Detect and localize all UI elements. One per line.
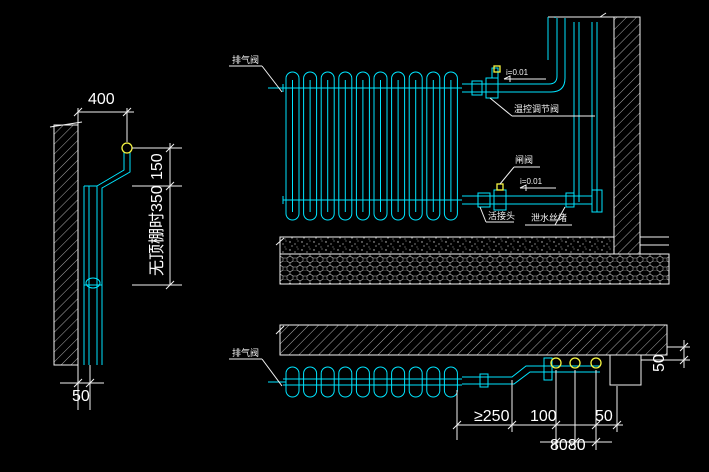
- plan-view: 排气阀 ≥250 100 50 8080 50: [229, 324, 690, 454]
- plan-radiator: [268, 366, 462, 398]
- side-dim-150: 150: [149, 153, 166, 180]
- radiator-column: [285, 71, 300, 221]
- gate-valve: [477, 183, 507, 211]
- side-dim-50: 50: [72, 388, 90, 405]
- plan-riser-3: [590, 357, 602, 369]
- plan-dim-100: 100: [530, 408, 557, 425]
- elevation-floor-screed: [279, 236, 615, 255]
- plan-radiator-column: [285, 366, 300, 398]
- plan-riser-2: [569, 357, 581, 369]
- plan-wall: [279, 324, 668, 356]
- radiator-column: [303, 71, 318, 221]
- slope-label-return: i=0.01: [520, 177, 543, 186]
- plan-dim-right-50: 50: [651, 354, 668, 372]
- plan-radiator-column: [391, 366, 406, 398]
- air-vent-label-elevation: 排气阀: [232, 54, 259, 66]
- elevation-supply-pipe: [462, 17, 598, 212]
- elevation-return-pipe: [462, 189, 603, 213]
- elevation-floor-slab: [279, 253, 670, 285]
- air-vent-label-plan: 排气阀: [232, 347, 259, 359]
- elevation-radiator: [268, 71, 462, 221]
- plan-radiator-column: [338, 366, 353, 398]
- plan-radiator-column: [426, 366, 441, 398]
- thermostatic-valve: [471, 65, 501, 99]
- plan-riser-1: [550, 357, 562, 369]
- radiator-column: [338, 71, 353, 221]
- plan-dim-50: 50: [595, 408, 613, 425]
- plan-radiator-column: [320, 366, 335, 398]
- plan-radiator-column: [303, 366, 318, 398]
- side-air-vent-valve: [121, 142, 133, 154]
- elevation-view: 排气阀 i=0.01 温控调节阀 闸阀 i=0.01 活接头 泄水丝堵: [229, 12, 670, 285]
- thermostatic-valve-label: 温控调节阀: [514, 103, 559, 115]
- side-riser-pipe: [83, 152, 131, 365]
- plan-dim-8080: 8080: [550, 437, 586, 454]
- plan-radiator-column: [408, 366, 423, 398]
- plan-radiator-column: [443, 366, 458, 398]
- drain-label: 泄水丝堵: [531, 212, 567, 224]
- plan-radiator-column: [355, 366, 370, 398]
- elevation-wall: [613, 16, 641, 255]
- side-wall-break: [49, 121, 83, 128]
- side-bottom-fitting: [85, 277, 101, 289]
- side-dim-400: 400: [88, 91, 115, 108]
- side-view: 400 150 无顶棚时350 50: [49, 91, 182, 410]
- radiator-column: [355, 71, 370, 221]
- union-label: 活接头: [488, 210, 515, 222]
- radiator-column: [443, 71, 458, 221]
- slope-label-supply: i=0.01: [506, 68, 529, 77]
- plan-radiator-column: [373, 366, 388, 398]
- radiator-column: [373, 71, 388, 221]
- gate-valve-label: 闸阀: [515, 155, 533, 166]
- radiator-column: [320, 71, 335, 221]
- radiator-column: [391, 71, 406, 221]
- side-wall: [53, 124, 79, 366]
- plan-connection-pipe: [462, 357, 600, 388]
- side-dim-height-note: 无顶棚时350: [148, 185, 166, 276]
- plan-dim-min-250: ≥250: [474, 408, 510, 425]
- radiator-column: [426, 71, 441, 221]
- radiator-column: [408, 71, 423, 221]
